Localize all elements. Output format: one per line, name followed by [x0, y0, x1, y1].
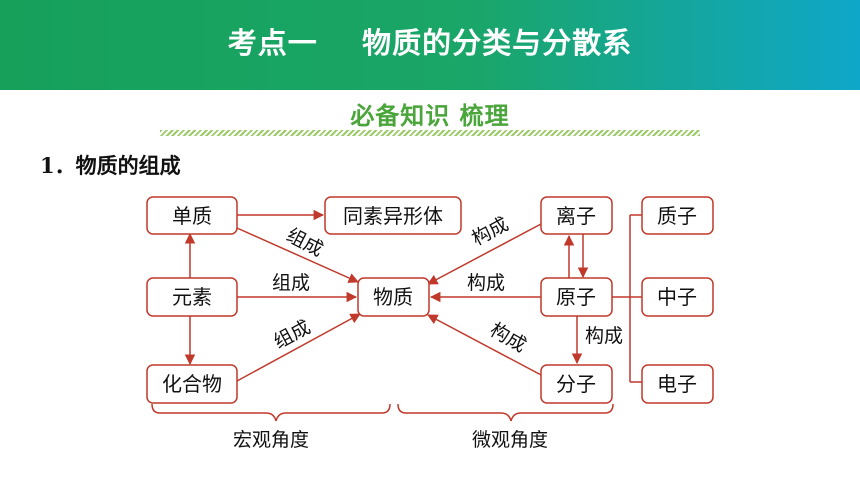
brace-micro	[397, 403, 614, 422]
subheader-title: 必备知识 梳理	[350, 102, 510, 130]
brace-macro	[151, 403, 391, 422]
node-wuzhi: 物质	[373, 285, 413, 309]
node-danzhi: 单质	[172, 204, 212, 228]
arrow-fenzi-wuzhi	[427, 314, 544, 377]
node-box-zhongzi	[641, 277, 714, 317]
edge-label-fenzi-wuzhi: 构成	[486, 319, 530, 357]
brace-label-micro: 微观角度	[472, 429, 548, 451]
edge-label-danzhi-wuzhi: 组成	[283, 224, 327, 261]
node-lizi: 离子	[556, 204, 596, 228]
edge-label-lizi-wuzhi: 构成	[468, 213, 512, 250]
node-box-fenzi	[540, 364, 613, 404]
section-heading: 1．物质的组成	[40, 153, 181, 178]
node-box-tongsu	[324, 196, 462, 235]
node-box-danzhi	[146, 196, 238, 235]
node-tongsu: 同素异形体	[343, 204, 443, 228]
node-box-yuanzi	[540, 277, 613, 317]
brace-label-macro: 宏观角度	[233, 429, 309, 451]
node-fenzi: 分子	[556, 372, 596, 396]
node-box-dianzi	[641, 364, 714, 404]
node-huahewu: 化合物	[162, 372, 222, 396]
node-box-huahewu	[146, 364, 238, 404]
edge-label-yuanzi-wuzhi: 构成	[467, 272, 505, 294]
node-yuanzi: 原子	[556, 285, 596, 309]
node-dianzi: 电子	[657, 372, 697, 396]
subheader: 必备知识 梳理	[160, 96, 700, 140]
node-box-wuzhi	[357, 277, 430, 317]
node-box-yuansu	[146, 277, 238, 317]
page-title: 考点一 物质的分类与分散系	[227, 26, 633, 60]
node-zhongzi: 中子	[657, 285, 697, 309]
edge-label-yuansu-wuzhi: 组成	[272, 272, 310, 294]
arrow-huahewu-wuzhi	[236, 313, 361, 382]
subheader-decoration	[160, 130, 700, 136]
node-yuansu: 元素	[172, 285, 212, 309]
node-box-zhizi	[641, 196, 714, 235]
title-banner: 考点一 物质的分类与分散系	[0, 0, 860, 90]
edge-label-huahewu-wuzhi: 组成	[270, 316, 314, 353]
node-box-lizi	[540, 196, 613, 235]
node-zhizi: 质子	[657, 204, 697, 228]
arrow-danzhi-wuzhi	[236, 227, 359, 283]
edge-label-yuanzi-fenzi: 构成	[585, 325, 623, 347]
arrow-lizi-wuzhi	[427, 223, 542, 285]
